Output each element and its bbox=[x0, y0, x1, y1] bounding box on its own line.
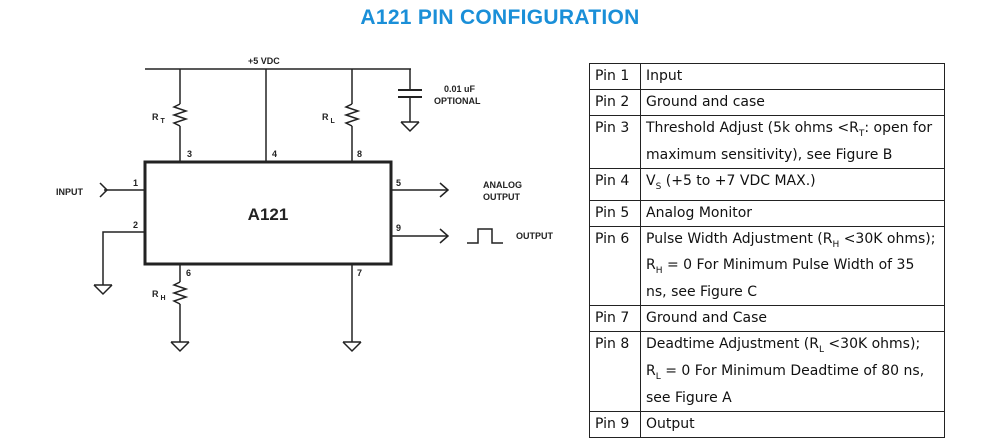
pulse-symbol bbox=[467, 228, 503, 244]
table-row: Pin 2 Ground and case bbox=[589, 89, 945, 116]
analog-output-label-1: ANALOG bbox=[483, 180, 522, 190]
pin-cell: Pin 6 bbox=[589, 225, 641, 307]
ground-symbol-pin7 bbox=[342, 341, 362, 353]
description-cell: Ground and case bbox=[640, 89, 945, 116]
supply-label: +5 VDC bbox=[248, 56, 280, 66]
table-row: Pin 1 Input bbox=[589, 63, 945, 90]
input-label: INPUT bbox=[56, 187, 84, 197]
pin-number-2: 2 bbox=[133, 220, 138, 230]
analog-output-arrow bbox=[439, 182, 450, 198]
pin-number-4: 4 bbox=[272, 149, 277, 159]
chip-label: A121 bbox=[248, 205, 289, 224]
description-cell: Threshold Adjust (5k ohms <RT: open for … bbox=[640, 115, 945, 169]
table-row: Pin 6 Pulse Width Adjustment (RH <30K oh… bbox=[589, 225, 945, 307]
output-arrow bbox=[439, 228, 450, 244]
pin-number-9: 9 bbox=[396, 223, 401, 233]
ground-symbol-pin2 bbox=[93, 284, 113, 296]
table-row: Pin 7 Ground and Case bbox=[589, 305, 945, 333]
description-cell: Pulse Width Adjustment (RH <30K ohms); R… bbox=[640, 225, 945, 307]
table-row: Pin 3 Threshold Adjust (5k ohms <RT: ope… bbox=[589, 115, 945, 169]
description-cell: Ground and Case bbox=[640, 305, 945, 333]
pin-number-5: 5 bbox=[396, 178, 401, 188]
description-cell: Output bbox=[640, 410, 945, 438]
resistor-rh bbox=[171, 281, 189, 305]
output-label: OUTPUT bbox=[516, 231, 554, 241]
pin-cell: Pin 1 bbox=[589, 63, 641, 90]
capacitor-symbol bbox=[398, 69, 422, 122]
pin-number-3: 3 bbox=[187, 149, 192, 159]
ground-symbol-pin6 bbox=[170, 341, 190, 353]
cap-label-value: 0.01 uF bbox=[444, 84, 476, 94]
table-row: Pin 5 Analog Monitor bbox=[589, 199, 945, 227]
pin-cell: Pin 8 bbox=[589, 331, 641, 412]
pin-cell: Pin 5 bbox=[589, 199, 641, 227]
description-cell: Analog Monitor bbox=[640, 199, 945, 227]
pin-number-6: 6 bbox=[186, 268, 191, 278]
pin-cell: Pin 2 bbox=[589, 89, 641, 116]
cap-label-optional: OPTIONAL bbox=[434, 96, 481, 106]
table-row: Pin 9 Output bbox=[589, 410, 945, 438]
description-cell: Input bbox=[640, 63, 945, 90]
pin-cell: Pin 9 bbox=[589, 410, 641, 438]
page-title: A121 PIN CONFIGURATION bbox=[360, 6, 640, 29]
chip-body bbox=[143, 160, 393, 266]
pin-number-1: 1 bbox=[133, 178, 138, 188]
pin-cell: Pin 7 bbox=[589, 305, 641, 333]
table-row: Pin 4 VS (+5 to +7 VDC MAX.) bbox=[589, 167, 945, 201]
pin-table: Pin 1 Input Pin 2 Ground and case Pin 3 … bbox=[589, 63, 945, 438]
ground-symbol-cap bbox=[400, 121, 420, 133]
input-arrow bbox=[99, 182, 109, 198]
description-cell: Deadtime Adjustment (RL <30K ohms); RL =… bbox=[640, 331, 945, 412]
pin-number-8: 8 bbox=[357, 149, 362, 159]
table-row: Pin 8 Deadtime Adjustment (RL <30K ohms)… bbox=[589, 331, 945, 412]
description-cell: VS (+5 to +7 VDC MAX.) bbox=[640, 167, 945, 201]
pin-cell: Pin 3 bbox=[589, 115, 641, 169]
resistor-rl bbox=[343, 103, 361, 127]
resistor-rt bbox=[171, 103, 189, 127]
pin-cell: Pin 4 bbox=[589, 167, 641, 201]
analog-output-label-2: OUTPUT bbox=[483, 192, 521, 202]
pin-number-7: 7 bbox=[357, 268, 362, 278]
